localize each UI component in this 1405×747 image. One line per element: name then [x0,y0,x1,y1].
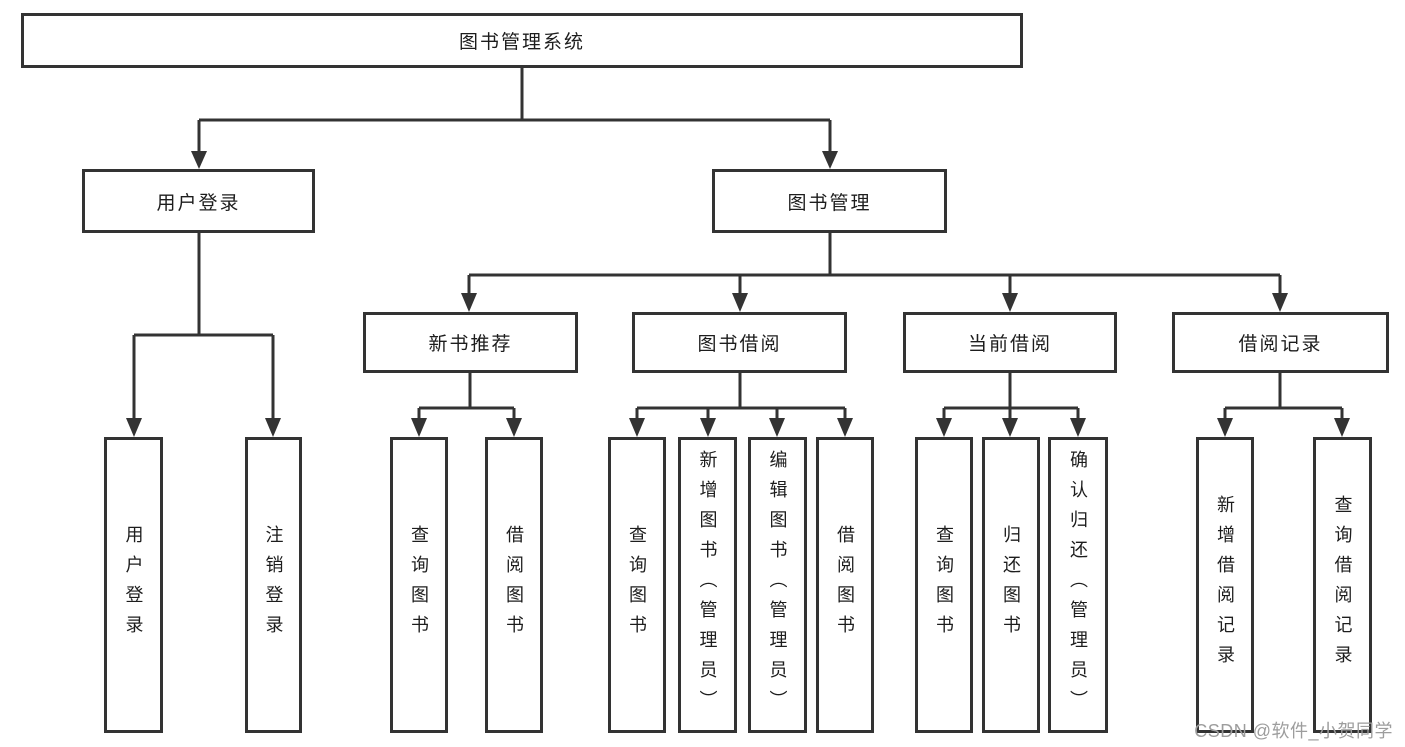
leaf-edit-book-admin-label: 编辑图书（管理员） [767,450,788,720]
node-book-borrow-label: 图书借阅 [697,334,782,355]
leaf-borrow-books-label: 借阅图书 [835,525,855,645]
connector-root-to-level2 [197,68,832,152]
node-new-book-recommend-label: 新书推荐 [428,334,513,355]
watermark: CSDN @软件_小贺同学 [1194,721,1393,741]
node-current-borrow-label: 当前借阅 [967,334,1052,355]
leaf-user-login: 用户登录 [104,437,163,733]
node-user-login-label: 用户登录 [156,192,241,214]
leaf-add-borrow-record: 新增借阅记录 [1196,437,1254,733]
leaf-query-books-borrow: 查询图书 [608,437,666,733]
arrowheads-level2 [191,151,838,169]
leaf-borrow-books-recommend: 借阅图书 [485,437,543,733]
leaf-borrow-books: 借阅图书 [816,437,874,733]
leaf-query-books-current: 查询图书 [915,437,973,733]
leaf-query-books-recommend: 查询图书 [390,437,448,733]
arrowheads-book-borrow-leaves [629,418,853,437]
connector-book-borrow-leaves [635,373,847,420]
connector-current-borrow-leaves [942,373,1080,420]
node-book-management-label: 图书管理 [787,192,872,214]
leaf-return-book-label: 归还图书 [1001,525,1021,645]
arrowheads-borrow-records-leaves [1217,418,1350,437]
leaf-add-book-admin-label: 新增图书（管理员） [697,450,718,720]
leaf-user-login-label: 用户登录 [123,525,144,645]
leaf-query-books-recommend-label: 查询图书 [409,525,429,645]
leaf-query-borrow-record-label: 查询借阅记录 [1332,495,1353,675]
node-new-book-recommend: 新书推荐 [363,312,578,373]
leaf-add-borrow-record-label: 新增借阅记录 [1215,495,1235,675]
connector-borrow-records-leaves [1223,373,1344,420]
leaf-borrow-books-recommend-label: 借阅图书 [504,525,524,645]
arrowheads-level3 [461,293,1288,312]
leaf-return-book: 归还图书 [982,437,1040,733]
node-current-borrow: 当前借阅 [903,312,1117,373]
leaf-add-book-admin: 新增图书（管理员） [678,437,737,733]
node-root: 图书管理系统 [21,13,1023,68]
leaf-edit-book-admin: 编辑图书（管理员） [748,437,807,733]
leaf-logout: 注销登录 [245,437,302,733]
node-borrow-records: 借阅记录 [1172,312,1389,373]
leaf-query-books-current-label: 查询图书 [934,525,954,645]
connector-new-book-recommend-leaves [417,373,516,420]
connector-book-management-to-level3 [467,233,1282,295]
leaf-confirm-return-admin: 确认归还（管理员） [1048,437,1108,733]
leaf-query-borrow-record: 查询借阅记录 [1313,437,1372,733]
node-root-label: 图书管理系统 [458,32,585,53]
connector-user-login-to-leaves [132,233,275,420]
leaf-logout-label: 注销登录 [263,525,284,645]
leaf-confirm-return-admin-label: 确认归还（管理员） [1068,450,1088,720]
node-book-management: 图书管理 [712,169,947,233]
node-user-login: 用户登录 [82,169,315,233]
arrowheads-current-borrow-leaves [936,418,1086,437]
node-borrow-records-label: 借阅记录 [1238,334,1323,355]
arrowheads-user-login-leaves [126,418,281,437]
arrowheads-new-book-recommend-leaves [411,418,522,437]
node-book-borrow: 图书借阅 [632,312,847,373]
leaf-query-books-borrow-label: 查询图书 [627,525,647,645]
